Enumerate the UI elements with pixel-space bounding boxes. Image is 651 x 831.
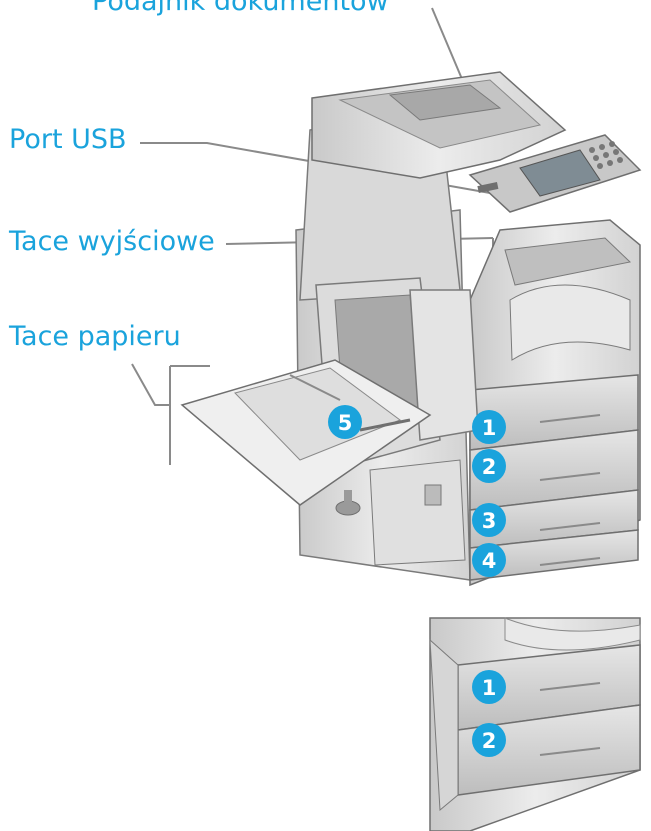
usb-port-label: Port USB xyxy=(9,124,127,155)
output-trays-label: Tace wyjściowe xyxy=(9,226,215,257)
inset-tray-badge-2: 2 xyxy=(472,723,506,757)
svg-text:1: 1 xyxy=(482,416,497,440)
document-feeder-label: Podajnik dokumentów xyxy=(92,0,389,17)
tray-badge-2: 2 xyxy=(472,449,506,483)
leader-paper xyxy=(131,363,170,406)
tray-badge-1: 1 xyxy=(472,410,506,444)
paper-bracket xyxy=(169,365,210,465)
svg-text:5: 5 xyxy=(338,411,353,435)
tray-badge-3: 3 xyxy=(472,503,506,537)
printer-main xyxy=(180,71,642,587)
tray-badge-4: 4 xyxy=(472,543,506,577)
printer-inset: 1 2 xyxy=(429,617,641,831)
svg-text:1: 1 xyxy=(482,676,497,700)
paper-trays-label: Tace papieru xyxy=(9,321,181,352)
inset-tray-badge-1: 1 xyxy=(472,670,506,704)
bypass-badge-5: 5 xyxy=(328,405,362,439)
svg-text:2: 2 xyxy=(482,729,497,753)
svg-text:2: 2 xyxy=(482,455,497,479)
svg-text:3: 3 xyxy=(482,509,497,533)
tray-badges-main: 1 2 3 4 5 xyxy=(328,405,506,577)
svg-text:4: 4 xyxy=(482,549,497,573)
